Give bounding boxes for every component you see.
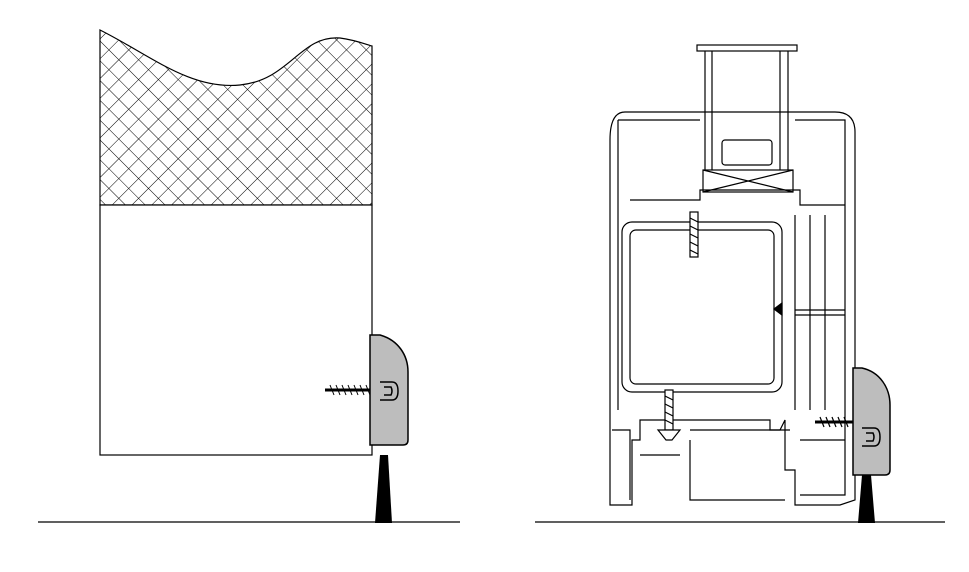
window-frame-with-seal bbox=[535, 44, 945, 523]
steel-reinforcement bbox=[621, 221, 783, 393]
glazing-unit bbox=[696, 44, 798, 193]
door-body bbox=[99, 204, 373, 456]
self-tapping-screw bbox=[656, 389, 682, 441]
seal-clip-icon bbox=[380, 381, 399, 401]
hatched-door-panel bbox=[99, 29, 373, 206]
wood-screw bbox=[815, 416, 855, 428]
seal-clip-icon bbox=[862, 427, 881, 447]
brush-strip bbox=[375, 455, 392, 523]
brush-strip bbox=[858, 475, 875, 523]
seal-profile bbox=[369, 334, 409, 446]
frame-profile bbox=[609, 111, 856, 506]
seal-profile bbox=[852, 367, 891, 476]
self-tapping-screw bbox=[689, 211, 699, 258]
wood-screw bbox=[325, 384, 378, 396]
door-leaf-with-seal bbox=[38, 29, 460, 523]
glass-stop-arrow-icon bbox=[773, 301, 783, 317]
